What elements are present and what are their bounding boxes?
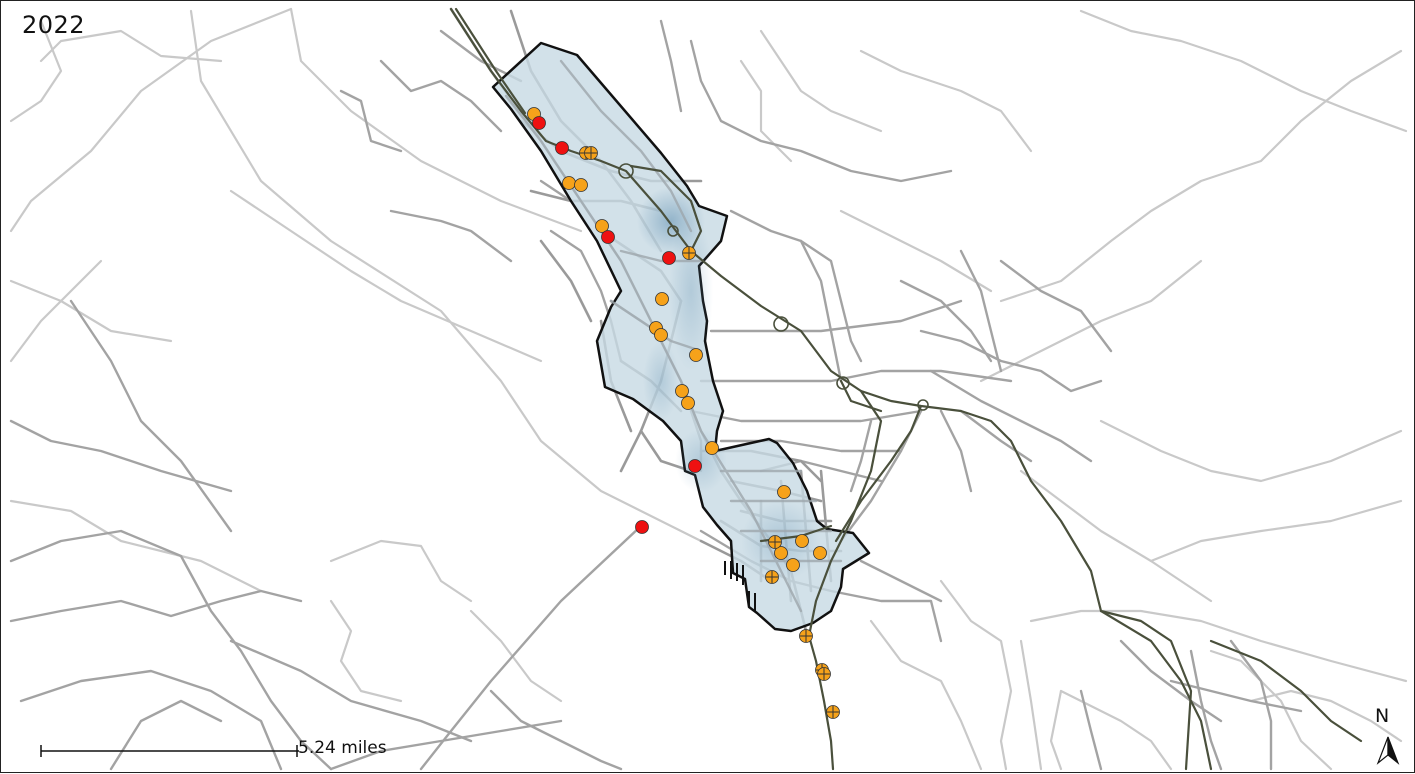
orange-circle-marker[interactable] (795, 534, 809, 548)
orange-crossed-circle-marker[interactable] (768, 535, 782, 549)
orange-circle-marker[interactable] (786, 558, 800, 572)
scale-bar (40, 745, 299, 757)
red-circle-marker[interactable] (532, 116, 546, 130)
red-circle-marker[interactable] (555, 141, 569, 155)
red-circle-marker[interactable] (662, 251, 676, 265)
minor-roads (9, 7, 1408, 771)
orange-circle-marker[interactable] (675, 384, 689, 398)
red-circle-marker[interactable] (688, 459, 702, 473)
red-circle-marker[interactable] (635, 520, 649, 534)
pier-edges (724, 561, 756, 611)
orange-crossed-circle-marker[interactable] (817, 667, 831, 681)
year-label: 2022 (22, 11, 86, 39)
orange-crossed-circle-marker[interactable] (584, 146, 598, 160)
orange-circle-marker[interactable] (705, 441, 719, 455)
orange-circle-marker[interactable] (689, 348, 703, 362)
orange-circle-marker[interactable] (777, 485, 791, 499)
orange-circle-marker[interactable] (813, 546, 827, 560)
orange-crossed-circle-marker[interactable] (799, 629, 813, 643)
orange-circle-marker[interactable] (774, 546, 788, 560)
orange-circle-marker[interactable] (654, 328, 668, 342)
study-area[interactable] (491, 41, 871, 633)
orange-crossed-circle-marker[interactable] (826, 705, 840, 719)
orange-circle-marker[interactable] (681, 396, 695, 410)
orange-circle-marker[interactable] (562, 176, 576, 190)
north-arrow-icon (1376, 736, 1400, 765)
orange-circle-marker[interactable] (595, 219, 609, 233)
orange-circle-marker[interactable] (574, 178, 588, 192)
orange-crossed-circle-marker[interactable] (765, 570, 779, 584)
scale-bar-label: 5.24 miles (298, 738, 387, 758)
orange-circle-marker[interactable] (655, 292, 669, 306)
interchanges (618, 163, 929, 411)
markers-layer[interactable] (527, 107, 840, 719)
orange-crossed-circle-marker[interactable] (682, 246, 696, 260)
red-circle-marker[interactable] (601, 230, 615, 244)
north-label: N (1375, 705, 1390, 727)
